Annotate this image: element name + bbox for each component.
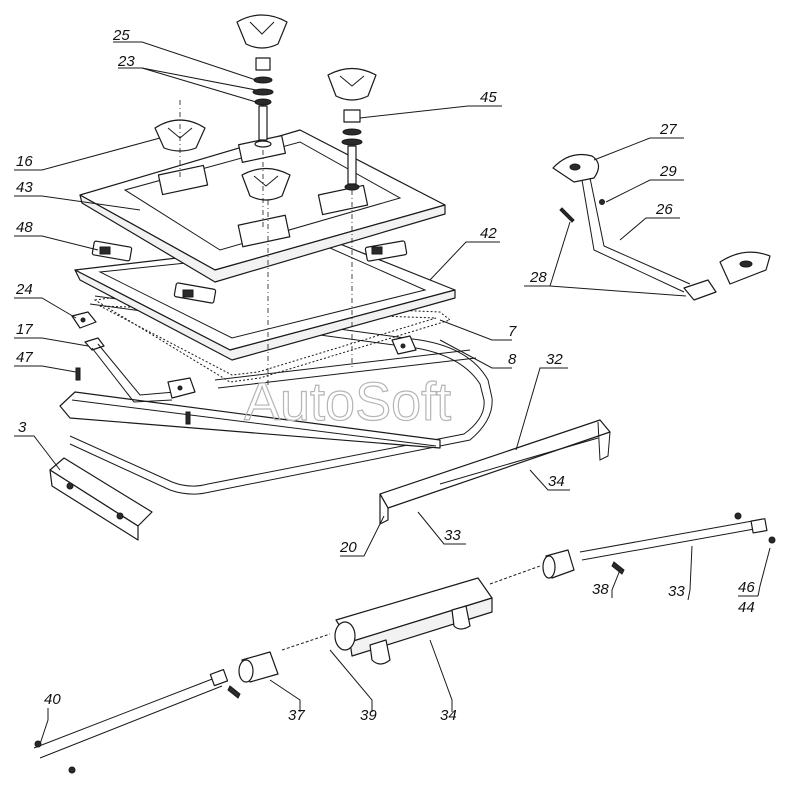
- callout-42: 42: [480, 225, 497, 242]
- callout-labels: 25 23 45 16 43 48 42 24 17 47 7 8 32 3 2…: [15, 27, 758, 724]
- arm-assembly-33-34: [379, 419, 611, 525]
- rods: [33, 512, 776, 774]
- hatch-lid-43: [79, 129, 446, 283]
- lever-26: [552, 153, 771, 301]
- callout-45: 45: [480, 89, 497, 106]
- bolt-stacks: [252, 57, 363, 191]
- callout-44: 44: [738, 599, 755, 616]
- watermark: AutoSoft: [244, 372, 451, 432]
- callout-17: 17: [16, 321, 33, 338]
- callout-48: 48: [16, 219, 33, 236]
- callout-7: 7: [508, 323, 517, 340]
- handwheel-knobs: [154, 14, 377, 201]
- callout-28: 28: [529, 269, 547, 286]
- callout-46: 46: [738, 579, 755, 596]
- leader-lines: [14, 41, 771, 745]
- callout-26: 26: [655, 201, 673, 218]
- clips-48: [91, 240, 408, 304]
- callout-27: 27: [659, 121, 677, 138]
- callout-23: 23: [117, 53, 135, 70]
- callout-38: 38: [592, 581, 609, 598]
- callout-20: 20: [339, 539, 357, 556]
- callout-32: 32: [546, 351, 563, 368]
- lower-channel-rail: [59, 391, 441, 449]
- callout-29: 29: [659, 163, 677, 180]
- callout-39: 39: [360, 707, 377, 724]
- callout-37: 37: [288, 707, 305, 724]
- lower-tube-frame: [69, 295, 493, 495]
- brackets-24-17: [71, 311, 417, 425]
- callout-40: 40: [44, 691, 61, 708]
- callout-8: 8: [508, 351, 517, 368]
- spring-cylinder-34: [238, 549, 575, 683]
- callout-33-upper: 33: [444, 527, 461, 544]
- callout-47: 47: [16, 349, 33, 366]
- callout-43: 43: [16, 179, 33, 196]
- assembly-axes: [179, 100, 353, 385]
- callout-33-right: 33: [668, 583, 685, 600]
- callout-34-upper: 34: [548, 473, 565, 490]
- callout-34-lower: 34: [440, 707, 457, 724]
- callout-25: 25: [112, 27, 130, 44]
- callout-24: 24: [15, 281, 33, 298]
- callout-16: 16: [16, 153, 33, 170]
- callout-3: 3: [18, 419, 27, 436]
- mount-bracket-3: [49, 457, 153, 541]
